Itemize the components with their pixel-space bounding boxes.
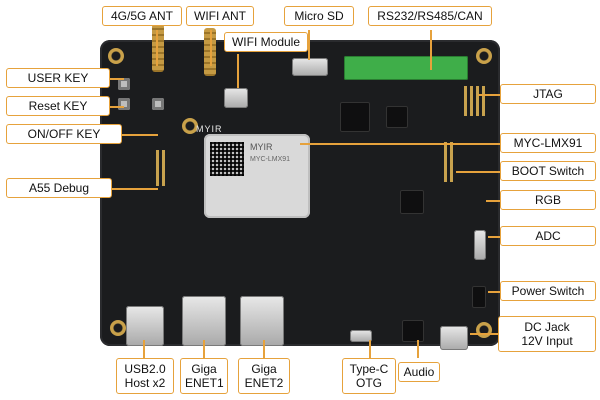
leader-line	[478, 94, 500, 96]
core-module: MYIR MYC-LMX91	[204, 134, 310, 218]
label-enet1-line1: Giga	[191, 362, 217, 376]
qr-code-icon	[210, 142, 244, 176]
label-enet1: Giga ENET1	[180, 358, 228, 394]
leader-line	[300, 143, 500, 145]
label-dc-jack-line2: 12V Input	[521, 334, 573, 348]
leader-line	[210, 30, 212, 66]
mount-hole-icon	[110, 320, 126, 336]
mount-hole-icon	[182, 118, 198, 134]
onoff-key-button-icon	[152, 98, 164, 110]
rs-can-terminal	[344, 56, 468, 80]
chip	[386, 106, 408, 128]
leader-line	[122, 134, 158, 136]
jtag-header	[464, 86, 486, 116]
label-adc: ADC	[500, 226, 596, 246]
leader-line	[143, 340, 145, 358]
label-enet2-line2: ENET2	[244, 376, 284, 390]
a55-debug-header	[156, 150, 166, 186]
leader-line	[488, 236, 500, 238]
chip	[340, 102, 370, 132]
label-onoff-key: ON/OFF KEY	[6, 124, 122, 144]
boot-switch	[444, 142, 456, 182]
user-key-button-icon	[118, 78, 130, 90]
label-jtag: JTAG	[500, 84, 596, 104]
label-micro-sd: Micro SD	[284, 6, 354, 26]
power-switch-toggle	[472, 286, 486, 308]
leader-line	[203, 340, 205, 358]
label-usb-line1: USB2.0	[124, 362, 166, 376]
audio-jack	[402, 320, 424, 342]
leader-line	[430, 30, 432, 70]
label-audio: Audio	[398, 362, 440, 382]
leader-line	[237, 54, 239, 88]
reset-key-button-icon	[118, 98, 130, 110]
chip	[400, 190, 424, 214]
label-typec-line2: OTG	[356, 376, 382, 390]
typec-port	[350, 330, 372, 342]
usb-port	[126, 306, 164, 346]
4g5g-antenna-icon	[152, 24, 164, 72]
label-dc-jack-line1: DC Jack	[524, 320, 570, 334]
label-enet1-line2: ENET1	[185, 376, 224, 390]
leader-line	[110, 106, 124, 108]
leader-line	[488, 291, 500, 293]
micro-sd-slot	[292, 58, 328, 76]
leader-line	[369, 340, 371, 358]
dc-jack	[440, 326, 468, 350]
leader-line	[110, 78, 124, 80]
mount-hole-icon	[476, 48, 492, 64]
leader-line	[156, 30, 158, 66]
label-usb-line2: Host x2	[124, 376, 166, 390]
mount-hole-icon	[476, 322, 492, 338]
label-wifi-ant: WIFI ANT	[186, 6, 254, 26]
ethernet-port-1	[182, 296, 226, 346]
label-reset-key: Reset KEY	[6, 96, 110, 116]
label-power-switch: Power Switch	[500, 281, 596, 301]
label-wifi-module: WIFI Module	[224, 32, 308, 52]
label-typec-line1: Type-C	[349, 362, 389, 376]
label-user-key: USER KEY	[6, 68, 110, 88]
leader-line	[112, 188, 158, 190]
label-a55-debug: A55 Debug	[6, 178, 112, 198]
label-typec: Type-C OTG	[342, 358, 396, 394]
leader-line	[486, 200, 500, 202]
label-rs-can: RS232/RS485/CAN	[368, 6, 492, 26]
module-brand: MYIR	[250, 142, 273, 152]
leader-line	[263, 340, 265, 358]
label-myc-module: MYC-LMX91	[500, 133, 596, 153]
leader-line	[308, 30, 310, 60]
label-enet2-line1: Giga	[251, 362, 277, 376]
adc-connector	[474, 230, 486, 260]
label-rgb: RGB	[500, 190, 596, 210]
label-dc-jack: DC Jack 12V Input	[498, 316, 596, 352]
mount-hole-icon	[108, 48, 124, 64]
ethernet-port-2	[240, 296, 284, 346]
label-boot-switch: BOOT Switch	[500, 161, 596, 181]
leader-line	[470, 333, 498, 335]
label-4g5g-ant: 4G/5G ANT	[102, 6, 182, 26]
label-enet2: Giga ENET2	[238, 358, 290, 394]
module-text: MYC-LMX91	[250, 156, 291, 163]
leader-line	[417, 340, 419, 358]
leader-line	[456, 171, 500, 173]
dev-board: MYIR MYIR MYC-LMX91	[100, 24, 500, 350]
label-usb: USB2.0 Host x2	[116, 358, 174, 394]
wifi-module-chip	[224, 88, 248, 108]
board-brand: MYIR	[196, 124, 223, 134]
